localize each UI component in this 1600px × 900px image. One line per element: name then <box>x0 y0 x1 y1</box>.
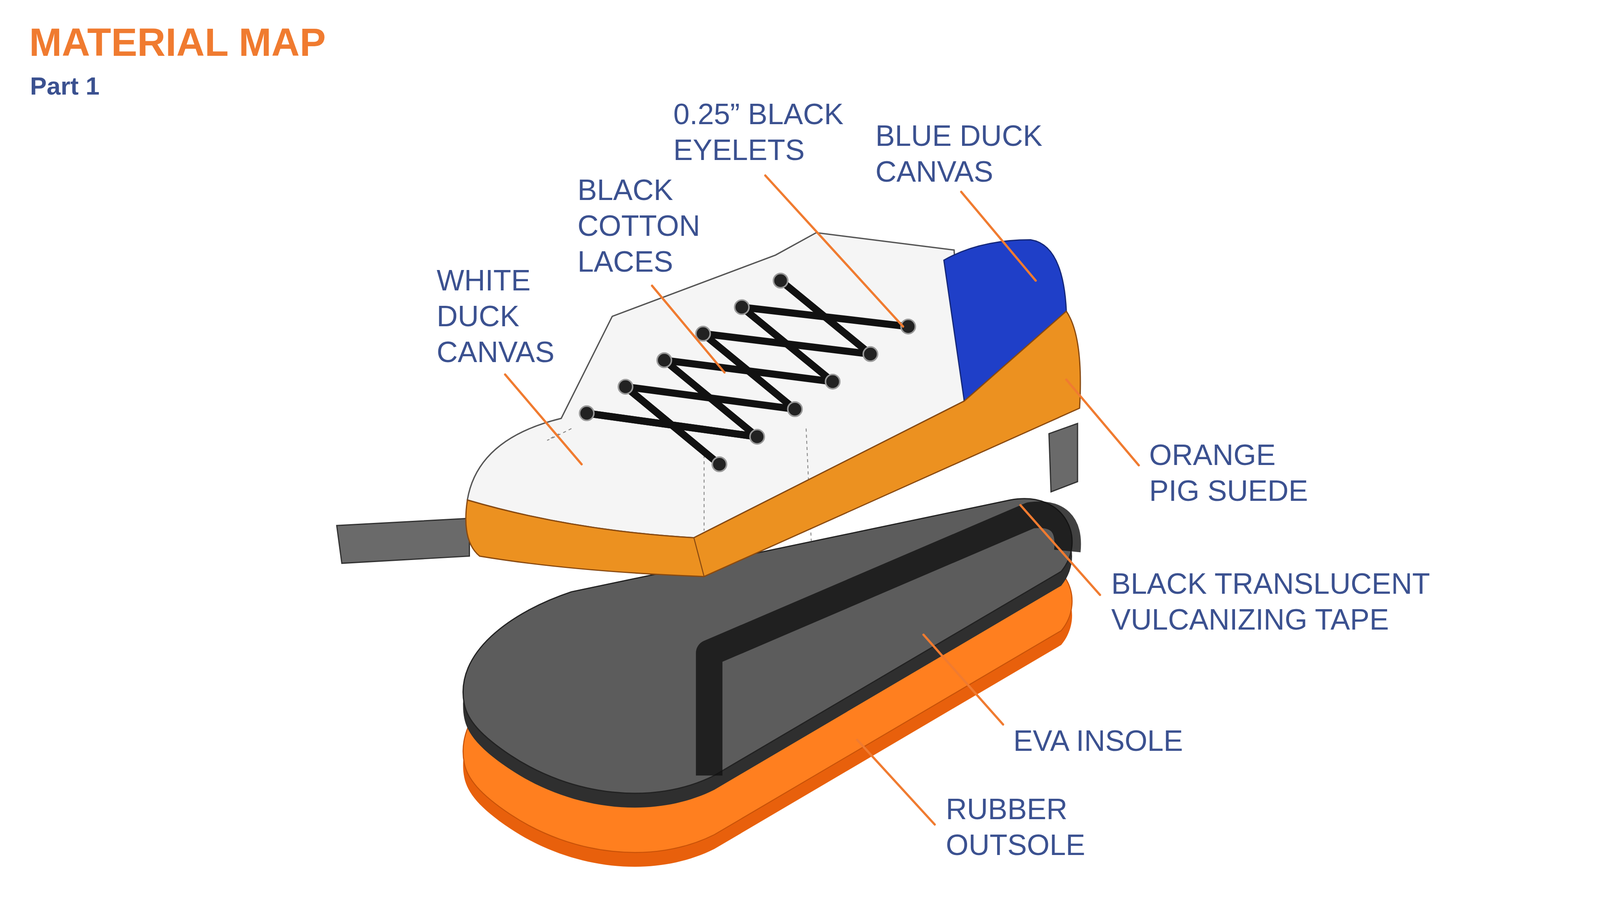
tape-strip <box>336 518 470 564</box>
eyelets <box>579 273 916 472</box>
laces <box>586 280 908 465</box>
seam <box>693 537 704 577</box>
part-label: BLUE DUCK CANVAS <box>875 117 1055 190</box>
part-label: 0.25” BLACK EYELETS <box>673 96 857 168</box>
tape-strip <box>1049 423 1078 492</box>
part-label: RUBBER OUTSOLE <box>945 791 1096 863</box>
part-label: BLACK COTTON LACES <box>577 172 715 280</box>
diagram-title: MATERIAL MAP <box>29 21 326 64</box>
orange-suede <box>465 311 1081 577</box>
part-label: ORANGE PIG SUEDE <box>1149 437 1320 509</box>
part-label: EVA INSOLE <box>1013 722 1183 759</box>
part-label: WHITE DUCK CANVAS <box>436 262 570 370</box>
subtitle: Part 1 <box>30 71 100 101</box>
part-label: BLACK TRANSLUCENT VULCANIZING TAPE <box>1111 565 1445 638</box>
